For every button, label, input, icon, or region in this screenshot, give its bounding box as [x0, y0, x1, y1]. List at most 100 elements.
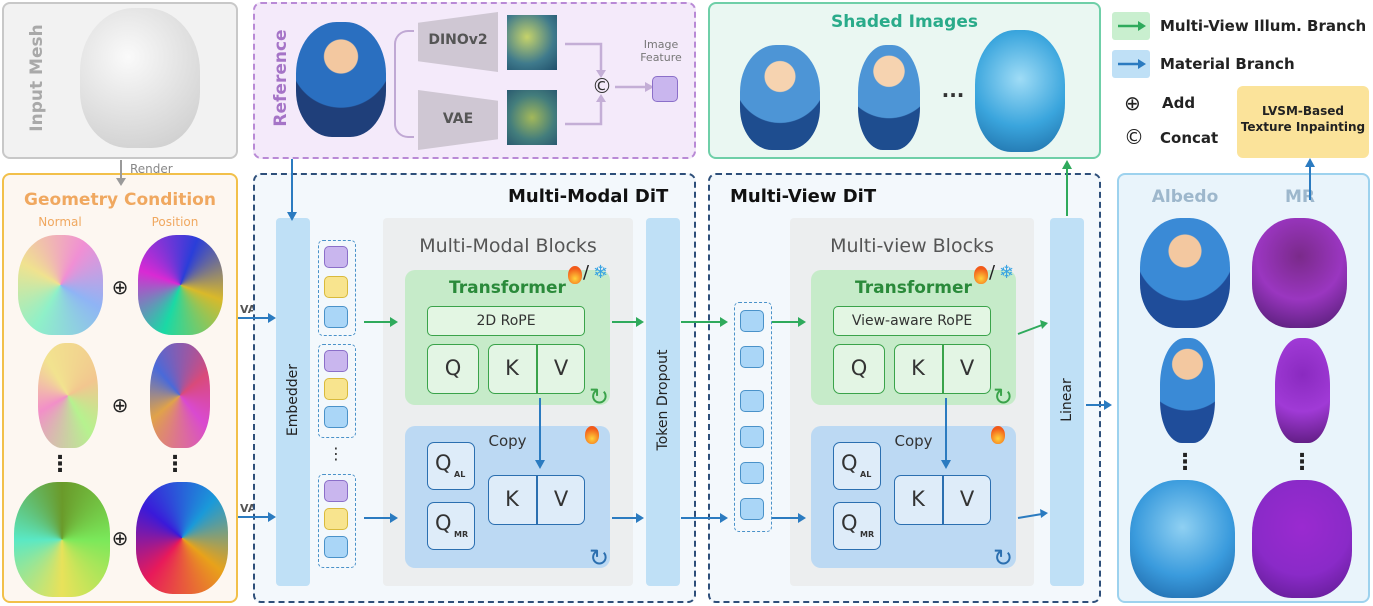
mv-rope-label: View-aware RoPE [851, 313, 973, 329]
mm-copy-fire-icon [585, 426, 599, 444]
mv-q-label: Q [850, 356, 868, 380]
lvsm-box [1237, 86, 1369, 158]
mm-blocks-title: Multi-Modal Blocks [419, 235, 597, 257]
geometry-title: Geometry Condition [24, 190, 216, 210]
plus-row-1: ⊕ [111, 275, 129, 299]
reference-image [296, 22, 386, 137]
mv-rope-box [833, 306, 991, 336]
mv-token-group [734, 302, 772, 532]
mm-qmr-box [427, 502, 475, 550]
legend-material-label: Material Branch [1160, 55, 1295, 73]
mm-green-cycle-icon: ↻ [589, 383, 610, 411]
albedo-image-3 [1130, 480, 1235, 598]
mv-copy-kv-divider [942, 475, 944, 525]
token-purple-3 [324, 480, 348, 502]
mr-image-1 [1252, 218, 1347, 328]
plus-row-3: ⊕ [111, 526, 129, 550]
token-purple-1 [324, 246, 348, 268]
normal-map-3 [14, 482, 110, 597]
token-group-1 [318, 240, 356, 336]
mv-q-box [833, 344, 885, 394]
mm-copy-k-label: K [505, 487, 519, 511]
mv-copy-v-label: V [959, 487, 975, 511]
mm-transformer-label: Transformer [449, 278, 566, 298]
token-dots: ⋮ [328, 444, 344, 463]
mm-blue-cycle-icon: ↻ [589, 544, 610, 572]
mm-copy-kv-divider [536, 475, 538, 525]
albedo-image-1 [1140, 218, 1230, 328]
shaded-image-3 [975, 30, 1065, 152]
mv-blue-cycle-icon: ↻ [993, 544, 1014, 572]
mm-v-label: V [553, 356, 569, 380]
albedo-image-2 [1160, 338, 1215, 443]
position-map-3 [136, 482, 228, 594]
token-purple-2 [324, 350, 348, 372]
mv-qal-sub: AL [860, 470, 872, 479]
mv-dit-title: Multi-View DiT [730, 186, 877, 207]
vae-feature-map [507, 90, 557, 145]
mm-slash: / [583, 262, 590, 283]
mv-token-6 [740, 498, 764, 520]
mv-token-1 [740, 310, 764, 332]
mm-qmr-label: Q [435, 511, 452, 535]
mr-image-2 [1275, 338, 1330, 443]
mm-qmr-sub: MR [454, 530, 469, 539]
shaded-ellipsis: ... [941, 78, 965, 102]
legend-illum-label: Multi-View Illum. Branch [1160, 17, 1367, 35]
mr-vdots: ⋮ [1291, 450, 1313, 475]
linear-bar [1050, 218, 1084, 586]
mv-qmr-sub: MR [860, 530, 875, 539]
reference-arrows [565, 42, 654, 126]
token-yellow-3 [324, 508, 348, 530]
albedo-label: Albedo [1151, 187, 1219, 207]
token-yellow-2 [324, 378, 348, 400]
dinov2-block [418, 12, 498, 72]
mm-qal-label: Q [435, 451, 452, 475]
token-group-2 [318, 344, 356, 438]
token-blue-3 [324, 536, 348, 558]
mm-fire-icon [568, 266, 582, 284]
legend-green-swatch [1112, 12, 1150, 40]
legend-concat-symbol: © [1124, 125, 1144, 149]
concat-symbol-ref: © [592, 74, 612, 98]
position-map-1 [138, 235, 223, 335]
image-feature-label: Image Feature [640, 38, 682, 64]
token-group-3 [318, 474, 356, 568]
mm-dit-title: Multi-Modal DiT [508, 186, 669, 207]
mv-token-5 [740, 462, 764, 484]
geometry-position-label: Position [151, 215, 199, 229]
embedder-bar [276, 218, 310, 586]
mr-label: MR [1284, 187, 1315, 207]
legend-concat-label: Concat [1160, 129, 1219, 147]
mm-k-label: K [505, 356, 519, 380]
mv-kv-divider [942, 344, 944, 394]
mv-copy-fire-icon [991, 426, 1005, 444]
legend-add-label: Add [1162, 94, 1196, 112]
mm-rope-box [427, 306, 585, 336]
normal-map-1 [18, 235, 103, 335]
mv-token-3 [740, 390, 764, 412]
vae-block [418, 90, 498, 150]
plus-row-2: ⊕ [111, 393, 129, 417]
render-label: Render [130, 162, 173, 176]
shaded-image-2 [858, 45, 920, 150]
mv-qmr-label: Q [841, 511, 858, 535]
legend-blue-swatch [1112, 50, 1150, 78]
dinov2-label: DINOv2 [428, 32, 488, 48]
vae-ref-label: VAE [442, 111, 474, 127]
mm-q-box [427, 344, 479, 394]
token-yellow-1 [324, 276, 348, 298]
geometry-normal-label: Normal [38, 215, 82, 229]
reference-brace [394, 30, 414, 138]
dinov2-feature-map [507, 15, 557, 70]
shaded-images-title: Shaded Images [831, 12, 978, 32]
lvsm-label: LVSM-Based Texture Inpainting [1240, 104, 1366, 134]
mv-qmr-box [833, 502, 881, 550]
mm-rope-label: 2D RoPE [476, 313, 536, 329]
mv-transformer-label: Transformer [855, 278, 972, 298]
token-blue-1 [324, 306, 348, 328]
mv-slash: / [989, 262, 996, 283]
mv-green-cycle-icon: ↻ [993, 383, 1014, 411]
image-feature-token [652, 76, 678, 102]
token-dropout-bar [646, 218, 680, 586]
